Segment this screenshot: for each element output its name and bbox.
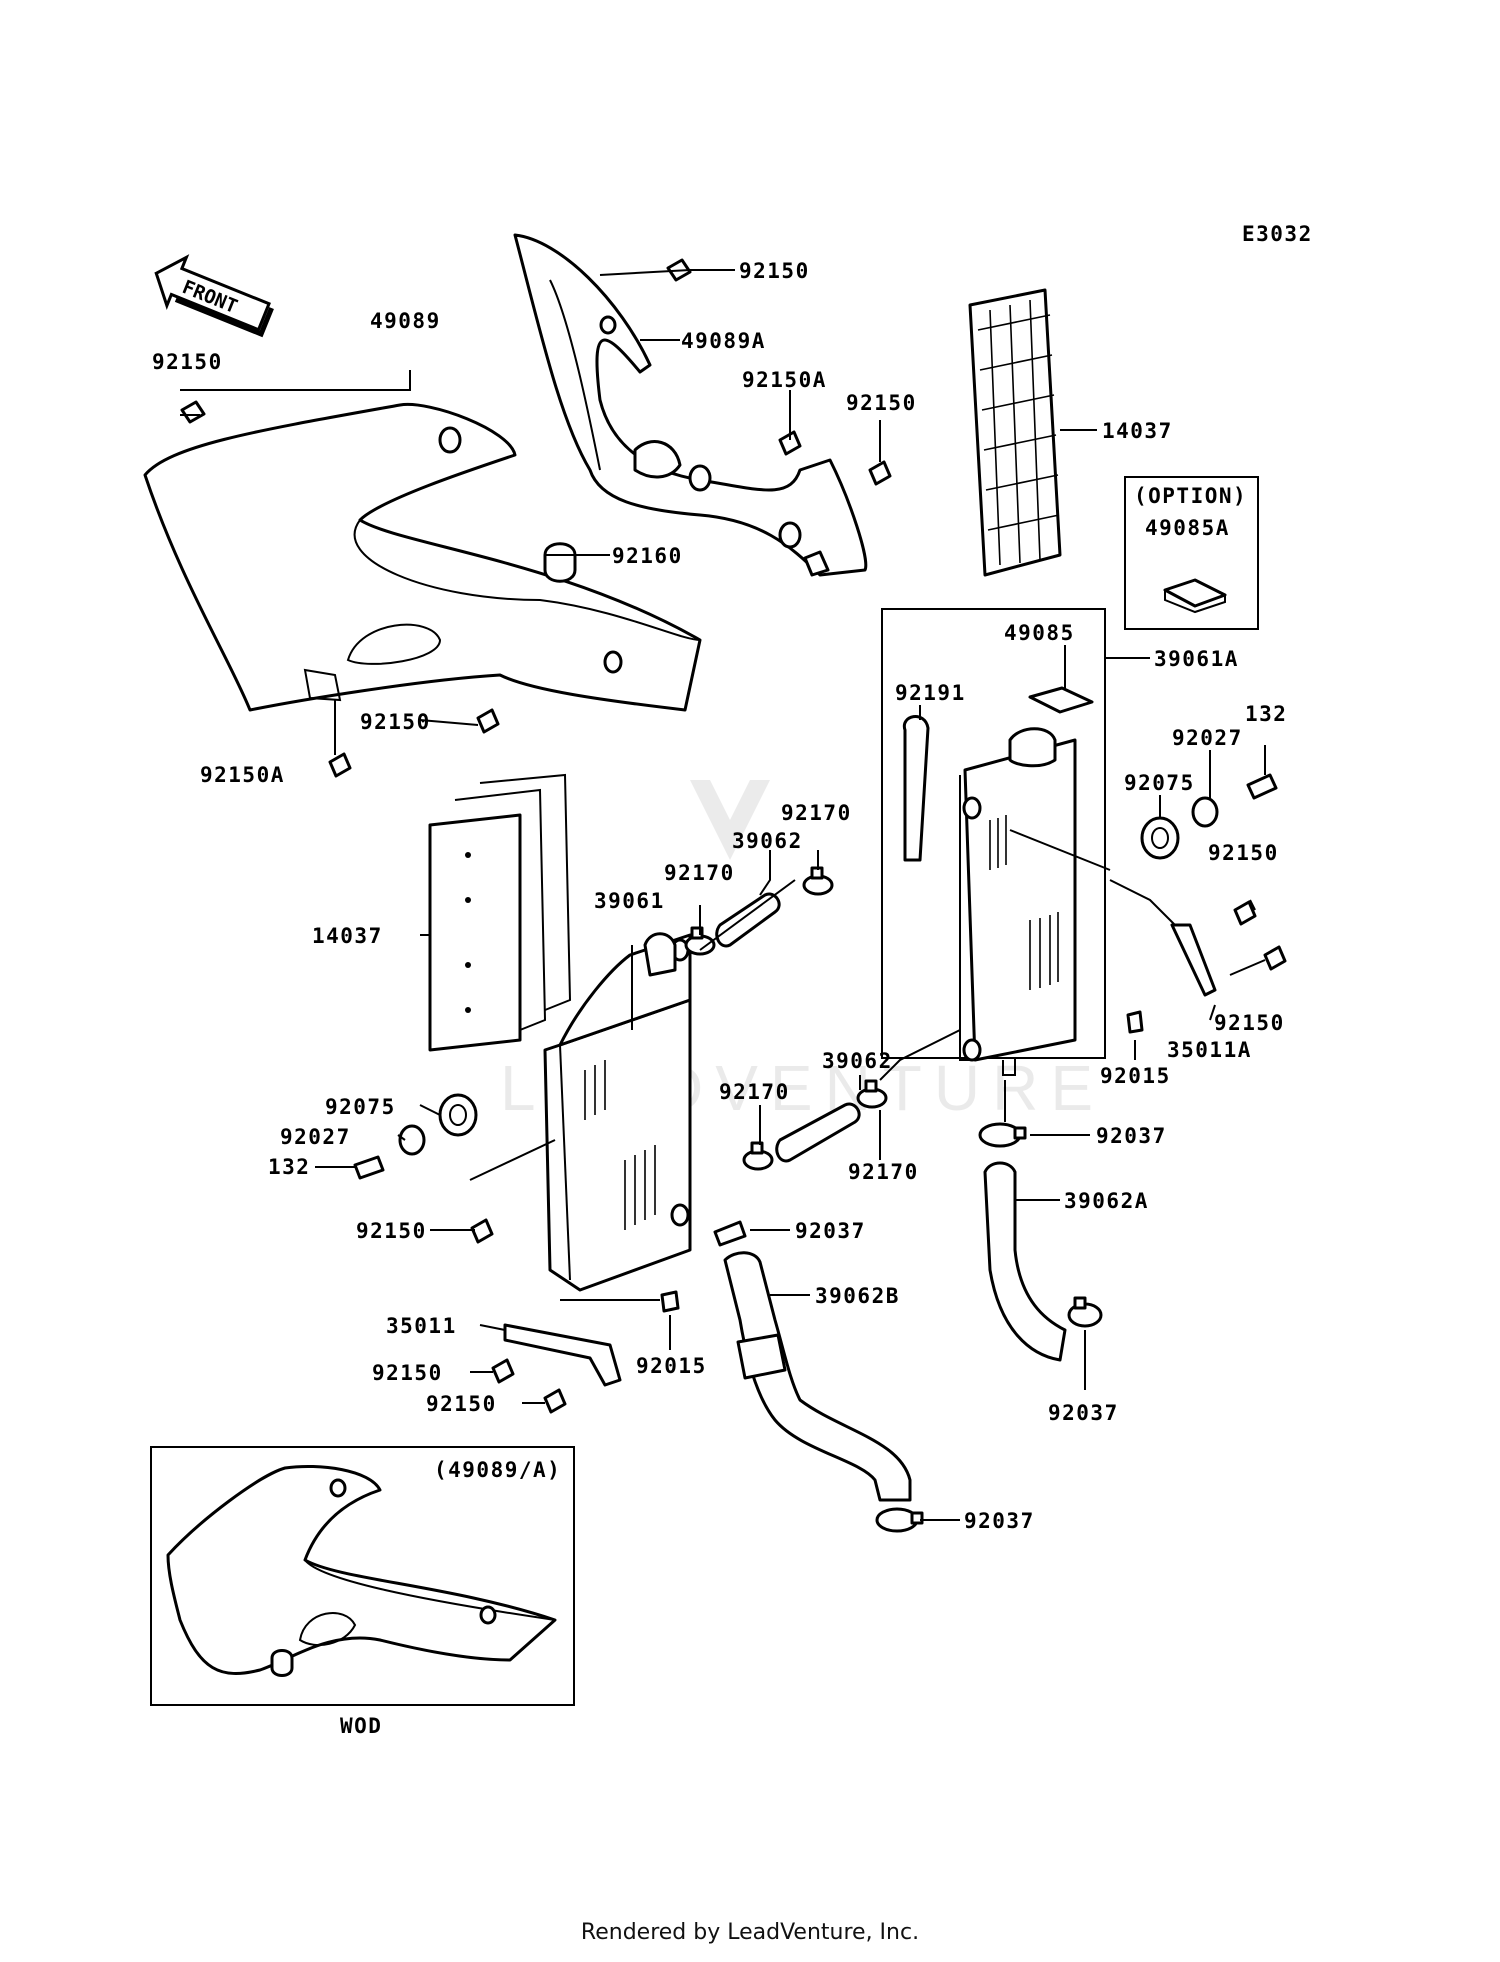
radiator-assembly-box [881, 608, 1106, 1059]
bolt-92150-9 [543, 1388, 567, 1414]
label-14037-left: 14037 [312, 924, 383, 948]
label-92170-1: 92170 [781, 801, 852, 825]
label-39062-lower: 39062 [822, 1049, 893, 1073]
bolt-92150-8 [491, 1358, 515, 1384]
label-92150-3: 92150 [846, 391, 917, 415]
label-92037-1: 92037 [1096, 1124, 1167, 1148]
label-92037-3: 92037 [1048, 1401, 1119, 1425]
grommet-92075-left [438, 1093, 478, 1137]
bolt-92150-4 [476, 708, 500, 734]
label-39062b: 39062B [815, 1284, 900, 1308]
clamp-92037-mid [713, 1220, 747, 1247]
grille-14037-left [428, 773, 572, 1052]
collar-92027-right [1191, 796, 1219, 828]
label-92150-8: 92150 [372, 1361, 443, 1385]
label-39062-upper: 39062 [732, 829, 803, 853]
clamp-92170-b [802, 866, 834, 896]
bolt-92150-3 [868, 460, 892, 486]
label-92150-1: 92150 [739, 259, 810, 283]
clamp-92037-lower-right [1067, 1296, 1103, 1328]
shroud-49089 [143, 402, 702, 712]
label-49085: 49085 [1004, 621, 1075, 645]
label-92150-2: 92150 [152, 350, 223, 374]
label-92037-2: 92037 [795, 1219, 866, 1243]
option-box: (OPTION) 49085A [1124, 476, 1259, 630]
bolt-92150-2 [180, 400, 206, 424]
inset-box: (49089/A) WOD [150, 1446, 575, 1738]
label-92150-7: 92150 [356, 1219, 427, 1243]
grommet-92075-right [1140, 816, 1180, 860]
hose-39062a [983, 1161, 1067, 1362]
label-92150-4: 92150 [360, 710, 431, 734]
label-49089a: 49089A [681, 329, 766, 353]
shroud-49089a [513, 233, 868, 583]
label-49089: 49089 [370, 309, 441, 333]
label-14037-right: 14037 [1102, 419, 1173, 443]
label-92075-right: 92075 [1124, 771, 1195, 795]
label-92027-right: 92027 [1172, 726, 1243, 750]
option-label: (OPTION) [1134, 484, 1247, 508]
label-39061a: 39061A [1154, 647, 1239, 671]
label-92015-right: 92015 [1100, 1064, 1171, 1088]
inset-caption: WOD [340, 1714, 382, 1738]
label-132-left: 132 [268, 1155, 310, 1179]
label-132-right: 132 [1245, 702, 1287, 726]
label-92170-3: 92170 [719, 1080, 790, 1104]
bolt-92150a-2 [328, 752, 352, 778]
label-92037-4: 92037 [964, 1509, 1035, 1533]
front-arrow-icon: FRONT [154, 254, 274, 338]
clamp-92170-d [856, 1079, 888, 1109]
label-92150a-1: 92150A [742, 368, 827, 392]
cap-49085 [1028, 686, 1094, 714]
hose-39062-lower [775, 1102, 861, 1163]
label-92027-left: 92027 [280, 1125, 351, 1149]
label-92150-9: 92150 [426, 1392, 497, 1416]
collar-92027-left [398, 1124, 426, 1156]
inset-label: (49089/A) [434, 1458, 561, 1482]
clamp-92037-upper-right [978, 1122, 1027, 1148]
label-92170-4: 92170 [848, 1160, 919, 1184]
label-92150-5: 92150 [1208, 841, 1279, 865]
label-35011: 35011 [386, 1314, 457, 1338]
bracket-35011a [1170, 923, 1217, 997]
hose-sleeve-39062b [736, 1333, 787, 1380]
label-35011a: 35011A [1167, 1038, 1252, 1062]
clamp-92170-c [742, 1141, 774, 1171]
nut-92015-right [1126, 1010, 1144, 1034]
label-92150a-2: 92150A [200, 763, 285, 787]
bolt-92150-6 [1263, 945, 1287, 971]
leader-lines [180, 269, 1266, 1521]
option-part-number: 49085A [1145, 516, 1230, 540]
part-labels: 92150 49089A 49089 92150 92150A 92150 14… [152, 259, 1287, 1533]
radiator-left-39061 [543, 932, 692, 1292]
label-39062a: 39062A [1064, 1189, 1149, 1213]
bolt-92150-7 [470, 1218, 494, 1244]
label-92075-left: 92075 [325, 1095, 396, 1119]
hose-92191 [902, 715, 930, 862]
diagram-code: E3032 [1242, 222, 1313, 246]
clamp-92037-bottom [875, 1507, 924, 1533]
hose-39062b [723, 1251, 912, 1502]
radiator-right-39061a [959, 727, 1077, 1076]
bolt-132-right [1246, 773, 1278, 800]
nut-92015-left [660, 1290, 680, 1313]
bracket-35011 [503, 1323, 622, 1387]
label-92160: 92160 [612, 544, 683, 568]
label-39061: 39061 [594, 889, 665, 913]
label-92015-left: 92015 [636, 1354, 707, 1378]
bolt-132-left [353, 1155, 385, 1180]
clamp-92170-a [684, 926, 716, 956]
hose-39062-upper [715, 892, 781, 948]
label-92150-6: 92150 [1214, 1011, 1285, 1035]
label-92191: 92191 [895, 681, 966, 705]
footer-credit: Rendered by LeadVenture, Inc. [580, 1920, 920, 1945]
label-92170-2: 92170 [664, 861, 735, 885]
grille-14037-right [968, 288, 1062, 577]
bolt-92150-5 [1233, 900, 1257, 926]
